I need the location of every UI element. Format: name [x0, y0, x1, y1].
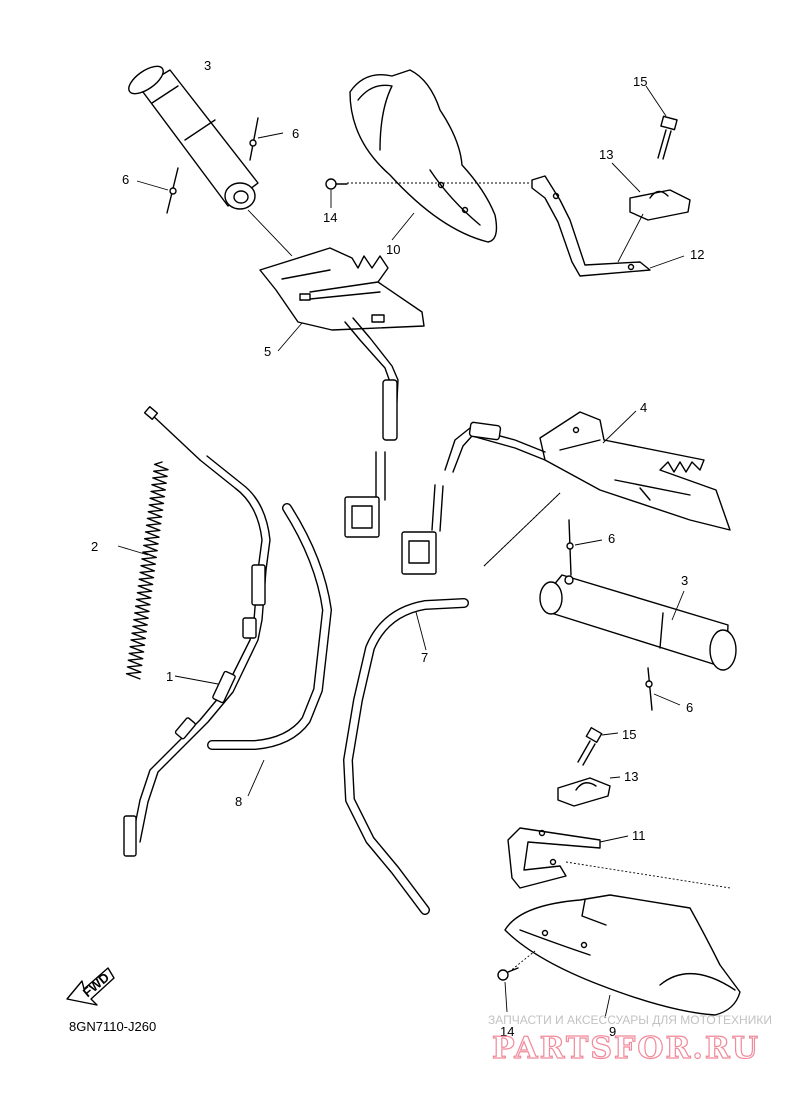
diagram-code: 8GN7110-J260 [69, 1019, 156, 1034]
watermark-brand: PARTSFOR.RU [492, 1031, 760, 1066]
callout-9: 9 [609, 1024, 616, 1039]
callout-13-upper: 13 [599, 147, 613, 162]
callout-14-lower: 14 [500, 1024, 514, 1039]
watermark: ЗАПЧАСТИ И АКСЕССУАРЫ ДЛЯ МОТОТЕХНИКИ PA… [488, 1013, 772, 1067]
part-hose-7 [343, 598, 469, 915]
callout-7: 7 [421, 650, 428, 665]
part-handguard-left [347, 69, 530, 243]
callout-12: 12 [690, 247, 704, 262]
callout-labels: 3 6 6 5 15 13 14 10 12 4 2 6 3 7 1 6 15 … [91, 58, 704, 1039]
callout-6-right-upper: 6 [608, 531, 615, 546]
part-hose-8 [207, 503, 332, 797]
part-clamp-13-upper [611, 162, 691, 263]
part-pin-6-lower-left [136, 167, 179, 214]
callout-6-upper-left: 6 [122, 172, 129, 187]
callout-15-lower: 15 [622, 727, 636, 742]
part-handguard-right [504, 894, 741, 1019]
callout-8: 8 [235, 794, 242, 809]
callout-6-upper-right: 6 [292, 126, 299, 141]
callout-6-right-lower: 6 [686, 700, 693, 715]
part-bracket-12 [531, 175, 685, 277]
part-pin-6-upper-left [249, 117, 284, 161]
callout-11: 11 [632, 828, 646, 843]
part-cable-1 [123, 406, 271, 857]
part-bolt-15-upper [645, 85, 678, 160]
callout-5: 5 [264, 344, 271, 359]
callout-15-upper: 15 [633, 74, 647, 89]
part-bracket-11 [507, 827, 731, 889]
part-grip-left [128, 65, 293, 257]
callout-4: 4 [640, 400, 647, 415]
callout-2: 2 [91, 539, 98, 554]
fwd-arrow-icon: FWD [66, 967, 115, 1006]
callout-3-right: 3 [681, 573, 688, 588]
callout-1: 1 [166, 669, 173, 684]
callout-13-lower: 13 [624, 769, 638, 784]
part-pin-6-lower-right [645, 667, 681, 711]
part-switch-plate-right [401, 410, 731, 575]
part-screw-14-upper [325, 178, 348, 208]
part-clamp-13-lower [557, 776, 621, 807]
part-grip-right [539, 574, 737, 671]
watermark-caption: ЗАПЧАСТИ И АКСЕССУАРЫ ДЛЯ МОТОТЕХНИКИ [488, 1013, 772, 1027]
part-screw-14-lower [497, 967, 519, 1013]
part-pin-6-upper-right [566, 519, 603, 576]
part-spring-2 [117, 461, 169, 680]
callout-10: 10 [386, 242, 400, 257]
callout-14-upper: 14 [323, 210, 337, 225]
callout-3-upper: 3 [204, 58, 211, 73]
part-bolt-15-lower [577, 726, 619, 766]
part-switch-plate-left [259, 247, 425, 538]
